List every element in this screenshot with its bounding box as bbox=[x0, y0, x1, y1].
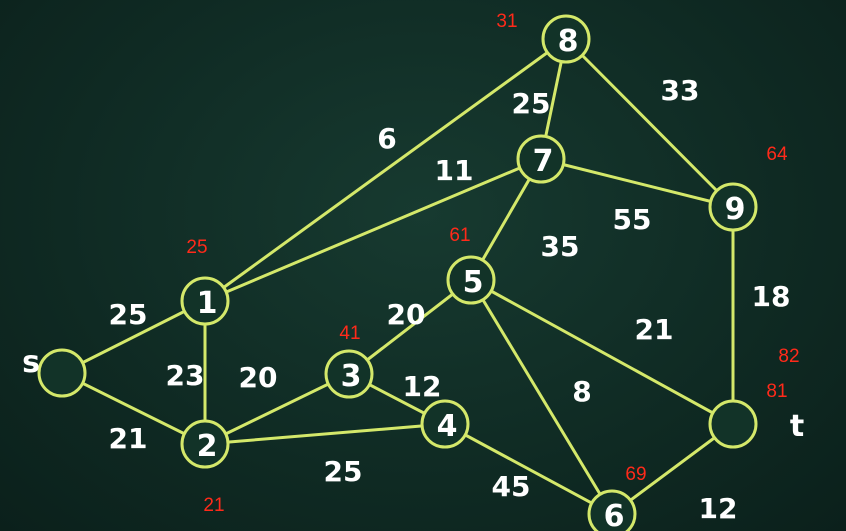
weight-1-7: 11 bbox=[435, 154, 474, 187]
edges bbox=[60, 37, 735, 516]
edge-s-1 bbox=[60, 299, 207, 375]
weight-7-9: 55 bbox=[613, 203, 652, 236]
node-label-2: 2 bbox=[197, 429, 218, 464]
weight-s-1: 25 bbox=[109, 298, 148, 331]
edge-weights: 25 21 23 6 11 20 25 20 12 45 35 8 21 25 … bbox=[109, 74, 791, 525]
weight-3-4: 12 bbox=[403, 370, 442, 403]
edge-3-5 bbox=[347, 278, 473, 376]
node-3 bbox=[324, 349, 374, 399]
weight-2-4: 25 bbox=[324, 455, 363, 488]
edge-1-7 bbox=[203, 157, 543, 303]
node-7 bbox=[516, 134, 566, 184]
node-label-s: s bbox=[22, 345, 40, 380]
node-s bbox=[37, 348, 87, 398]
weight-1-8: 6 bbox=[377, 122, 396, 155]
edge-4-6 bbox=[443, 422, 614, 516]
weight-7-8: 25 bbox=[512, 87, 551, 120]
node-label-8: 8 bbox=[558, 24, 579, 59]
edge-6-t bbox=[610, 422, 735, 516]
edge-s-2 bbox=[60, 371, 207, 446]
node-label-t: t bbox=[790, 409, 804, 444]
edge-7-9 bbox=[539, 157, 735, 209]
weight-5-7: 35 bbox=[541, 230, 580, 263]
node-6 bbox=[587, 489, 637, 531]
node-4 bbox=[420, 399, 470, 449]
distance-8: 31 bbox=[496, 11, 517, 32]
node-label-4: 4 bbox=[437, 409, 458, 444]
distance-5: 61 bbox=[449, 225, 470, 246]
node-9 bbox=[708, 182, 758, 232]
distance-t-first: 82 bbox=[778, 346, 799, 367]
node-labels: s 1 2 3 4 5 6 7 8 9 t bbox=[22, 24, 804, 531]
node-label-5: 5 bbox=[463, 265, 484, 300]
weight-2-3: 20 bbox=[239, 361, 278, 394]
weight-5-6: 8 bbox=[572, 375, 591, 408]
edge-8-9 bbox=[564, 37, 735, 209]
node-5 bbox=[446, 255, 496, 305]
edge-1-8 bbox=[203, 37, 568, 303]
node-label-9: 9 bbox=[725, 192, 746, 227]
node-label-3: 3 bbox=[341, 359, 362, 394]
edge-2-3 bbox=[203, 372, 351, 446]
distance-t-second: 81 bbox=[766, 381, 787, 402]
node-1 bbox=[180, 276, 230, 326]
node-label-7: 7 bbox=[533, 144, 554, 179]
nodes bbox=[37, 14, 758, 531]
edge-2-4 bbox=[203, 422, 447, 446]
distance-9: 64 bbox=[766, 144, 788, 165]
weight-6-t: 12 bbox=[699, 492, 738, 525]
node-t bbox=[708, 399, 758, 449]
weight-s-2: 21 bbox=[109, 422, 148, 455]
weight-9-t: 18 bbox=[752, 280, 791, 313]
edge-5-6 bbox=[469, 278, 614, 516]
distance-2: 21 bbox=[203, 495, 224, 516]
node-label-6: 6 bbox=[604, 499, 625, 531]
node-2 bbox=[180, 419, 230, 469]
distance-annotations: 25 21 41 61 31 64 82 81 69 bbox=[186, 11, 799, 516]
edge-5-t bbox=[469, 278, 735, 426]
node-8 bbox=[541, 14, 591, 64]
weight-5-t: 21 bbox=[635, 313, 674, 346]
weight-3-5: 20 bbox=[387, 298, 426, 331]
weight-4-6: 45 bbox=[492, 470, 531, 503]
weight-8-9: 33 bbox=[661, 74, 700, 107]
distance-3: 41 bbox=[339, 323, 360, 344]
node-label-1: 1 bbox=[197, 286, 218, 321]
distance-6: 69 bbox=[625, 464, 646, 485]
distance-1: 25 bbox=[186, 237, 207, 258]
weight-1-2: 23 bbox=[166, 359, 205, 392]
